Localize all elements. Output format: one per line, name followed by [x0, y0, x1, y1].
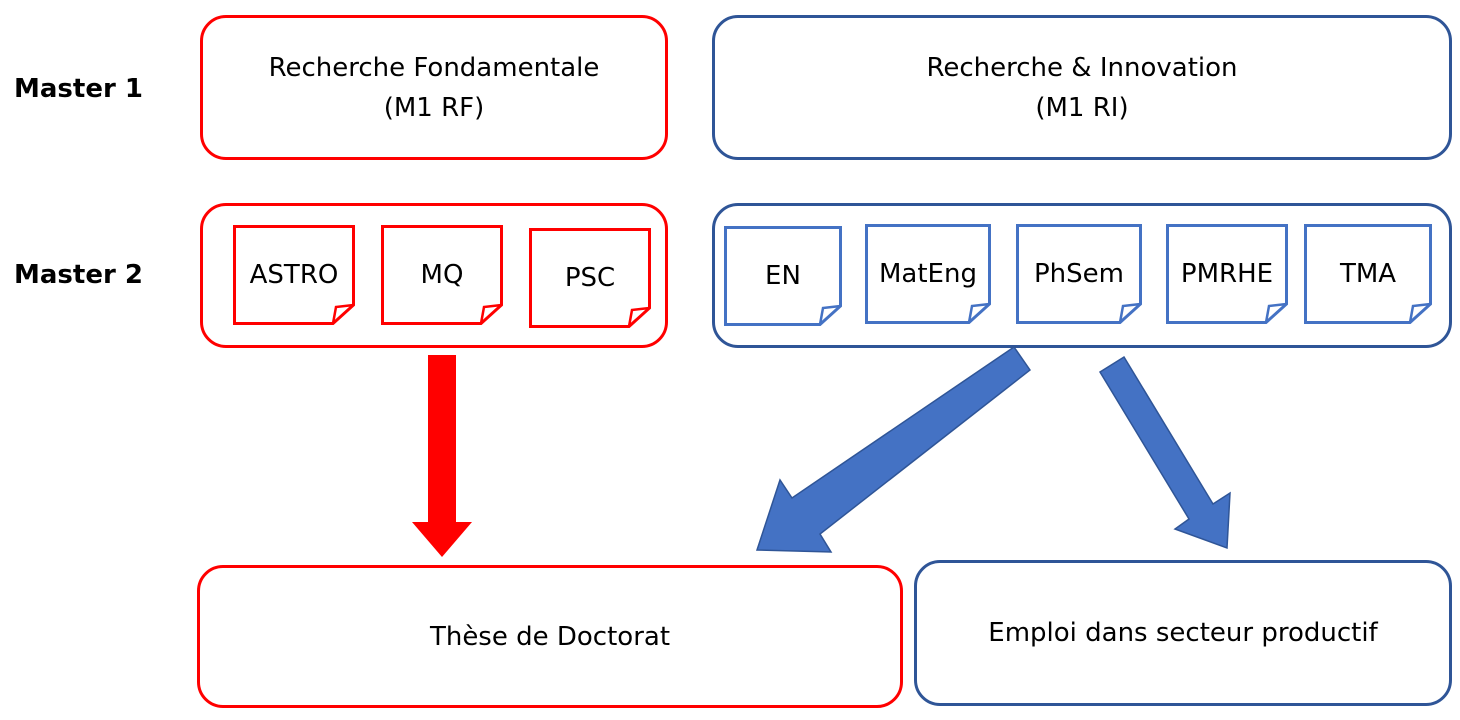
specialty-note-pmrhe: PMRHE — [1166, 224, 1288, 324]
m1-ri-title: Recherche & Innovation — [926, 52, 1238, 83]
note-frame — [1166, 224, 1288, 324]
outcome-thesis-label: Thèse de Doctorat — [429, 621, 671, 652]
note-frame — [1016, 224, 1142, 324]
specialty-label: PhSem — [1034, 259, 1124, 289]
specialty-note-astro: ASTRO — [233, 225, 355, 325]
m1-rf-title: Recherche Fondamentale — [268, 52, 600, 83]
specialty-note-psc: PSC — [529, 228, 651, 328]
arrow-ri-to-thesis — [755, 345, 1032, 553]
specialty-note-tma: TMA — [1304, 224, 1432, 324]
m1-ri-code: (M1 RI) — [1035, 92, 1129, 123]
note-frame — [1304, 224, 1432, 324]
label-master-2: Master 2 — [14, 260, 143, 290]
specialty-label: ASTRO — [249, 260, 339, 290]
outcome-employment-box: Emploi dans secteur productif — [914, 560, 1452, 706]
note-frame — [381, 225, 503, 325]
arrow-rf-to-thesis — [412, 355, 472, 557]
note-frame — [233, 225, 355, 325]
specialty-note-phsem: PhSem — [1016, 224, 1142, 324]
specialty-label: PSC — [564, 263, 616, 293]
specialty-label: PMRHE — [1180, 259, 1274, 289]
specialty-label: MatEng — [879, 259, 977, 289]
specialty-label: MQ — [420, 260, 464, 290]
specialty-note-en: EN — [724, 226, 842, 326]
outcome-employment-label: Emploi dans secteur productif — [988, 618, 1378, 648]
m1-rf-box: Recherche Fondamentale (M1 RF) — [200, 15, 668, 160]
note-frame — [529, 228, 651, 328]
specialty-label: TMA — [1339, 259, 1397, 289]
label-master-1: Master 1 — [14, 74, 143, 104]
specialty-note-mq: MQ — [381, 225, 503, 325]
m1-ri-box: Recherche & Innovation (M1 RI) — [712, 15, 1452, 160]
note-frame — [724, 226, 842, 326]
arrow-ri-to-employment — [1098, 355, 1231, 550]
outcome-thesis-box: Thèse de Doctorat — [197, 565, 903, 708]
m1-rf-code: (M1 RF) — [383, 92, 485, 123]
specialty-label: EN — [765, 261, 801, 291]
note-frame — [865, 224, 991, 324]
specialty-note-mateng: MatEng — [865, 224, 991, 324]
